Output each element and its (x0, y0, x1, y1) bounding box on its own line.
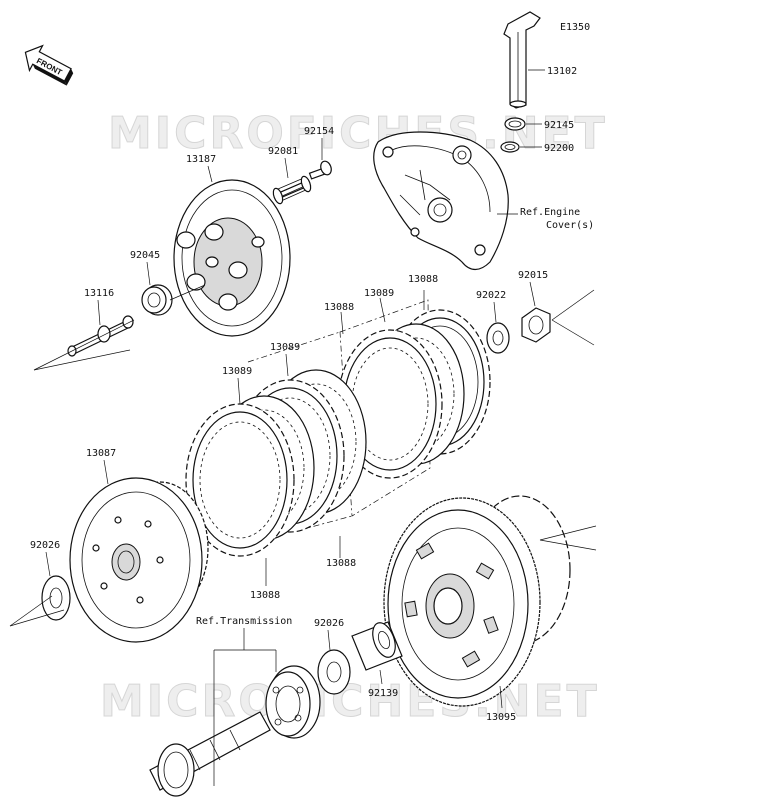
label-13187[interactable]: 13187 (186, 154, 216, 165)
washer-92026-left[interactable] (41, 575, 71, 621)
release-shaft-13102[interactable] (503, 11, 541, 109)
sleeve-92139[interactable] (351, 620, 403, 671)
label-92145[interactable]: 92145 (544, 120, 574, 131)
pressure-plate-13187[interactable] (173, 179, 291, 337)
nut-92015[interactable] (521, 307, 551, 343)
label-13088-mid[interactable]: 13088 (324, 302, 354, 313)
clutch-hub-13087[interactable] (69, 477, 209, 643)
washer-92200[interactable] (500, 141, 520, 153)
label-13102[interactable]: 13102 (547, 66, 577, 77)
label-92022[interactable]: 92022 (476, 290, 506, 301)
label-13089-top[interactable]: 13089 (364, 288, 394, 299)
label-92026-left[interactable]: 92026 (30, 540, 60, 551)
label-92015[interactable]: 92015 (518, 270, 548, 281)
washer-92022[interactable] (486, 322, 510, 354)
watermark-top: MICROFICHES.NET (108, 108, 608, 159)
washer-92026-right[interactable] (317, 649, 351, 695)
ref-engine-cover-line1[interactable]: Ref.Engine (520, 207, 580, 218)
label-13088-top[interactable]: 13088 (408, 274, 438, 285)
label-13088-bottom-mid[interactable]: 13088 (326, 558, 356, 569)
engine-cover-ref[interactable] (373, 131, 509, 271)
watermark-bottom: MICROFICHES.NET (100, 676, 600, 727)
label-13095[interactable]: 13095 (486, 712, 516, 723)
bolt-92154[interactable] (308, 160, 334, 180)
label-13116[interactable]: 13116 (84, 288, 114, 299)
label-13089-mid[interactable]: 13089 (270, 342, 300, 353)
label-92026-right[interactable]: 92026 (314, 618, 344, 629)
clutch-housing-13095[interactable] (383, 495, 571, 707)
label-13087[interactable]: 13087 (86, 448, 116, 459)
label-92081[interactable]: 92081 (268, 146, 298, 157)
label-92154[interactable]: 92154 (304, 126, 334, 137)
bearing-92045[interactable] (141, 284, 173, 316)
label-92139[interactable]: 92139 (368, 688, 398, 699)
spring-92081[interactable] (272, 175, 313, 205)
transmission-shaft-ref[interactable] (149, 711, 271, 797)
label-92200[interactable]: 92200 (544, 143, 574, 154)
friction-plate-13088-bottom-left[interactable] (185, 403, 295, 557)
ref-transmission[interactable]: Ref.Transmission (196, 616, 292, 627)
label-13089-left[interactable]: 13089 (222, 366, 252, 377)
sheet-code: E1350 (560, 22, 590, 33)
pushrod-13116[interactable] (67, 315, 134, 357)
ref-engine-cover-line2[interactable]: Cover(s) (546, 220, 594, 231)
transmission-bearing-ref[interactable] (265, 665, 321, 739)
label-92045[interactable]: 92045 (130, 250, 160, 261)
clip-92145[interactable] (504, 117, 526, 131)
label-13088-bottom-left[interactable]: 13088 (250, 590, 280, 601)
front-arrow-icon: FRONT (24, 44, 74, 86)
